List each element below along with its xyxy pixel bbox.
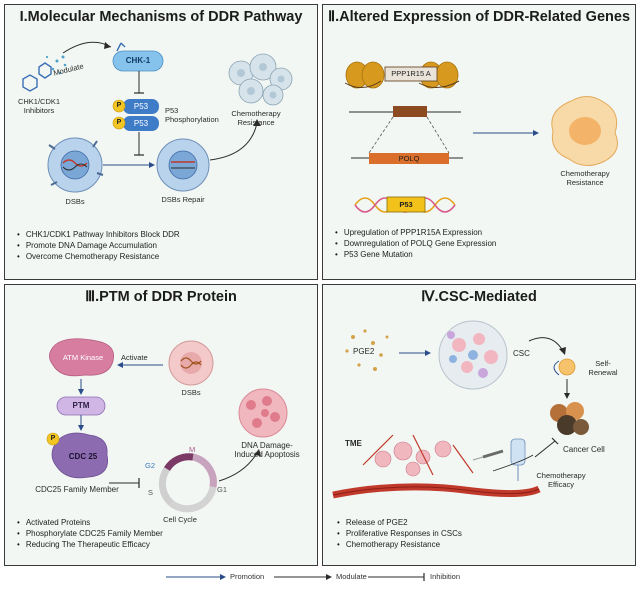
phase-g2-label: G2: [145, 461, 156, 470]
iv-bag-icon: [510, 438, 526, 481]
cell-cycle-label: Cell Cycle: [163, 515, 197, 524]
p53-pill-2: [123, 116, 159, 131]
bullet: Reducing The Therapeutic Efficacy: [17, 539, 163, 550]
panel-title: Ⅳ.CSC-Mediated: [421, 289, 537, 305]
phosphate-label: P: [50, 435, 56, 442]
panel-ptm: Ⅲ.PTM of DDR Protein: [4, 284, 318, 566]
inhibitor-dots: [45, 55, 67, 75]
panel-title: Ⅱ.Altered Expression of DDR-Related Gene…: [327, 9, 631, 25]
cdc25-icon: [51, 432, 108, 479]
self-renewal-label: Self-Renewal: [588, 359, 618, 377]
atm-kinase-label: ATM Kinase: [62, 353, 104, 362]
panel-csc-mediated: Ⅳ.CSC-Mediated: [322, 284, 636, 566]
dsbs-repair-cell-icon: [156, 138, 210, 192]
phosphate-icon: [46, 432, 60, 446]
apoptotic-cell-icon: [238, 388, 288, 438]
tumor-mass-icon: [438, 320, 508, 390]
bullet: Overcome Chemotherapy Resistance: [17, 251, 180, 262]
p53-gene-box: [386, 196, 426, 213]
syringe-icon: [472, 449, 504, 461]
panel-title: Ⅲ.PTM of DDR Protein: [85, 289, 237, 305]
tme-label: TME: [345, 439, 362, 448]
chemo-resistance-label: Chemotherapy Resistance: [560, 169, 610, 187]
stem-cell-icon: [558, 358, 576, 376]
bullet: Proliferative Responses in CSCs: [337, 528, 462, 539]
csc-label: CSC: [513, 349, 530, 358]
bullet: Downregulation of POLQ Gene Expression: [335, 238, 497, 249]
pge2-label: PGE2: [353, 347, 375, 356]
activate-label: Activate: [121, 353, 148, 362]
panel-altered-expression: Ⅱ.Altered Expression of DDR-Related Gene…: [322, 4, 636, 280]
panel3-bullets: Activated Proteins Phosphorylate CDC25 F…: [17, 517, 163, 550]
dsbs-cell-icon: [47, 137, 104, 193]
cancer-cell-icon: [551, 96, 618, 166]
phosphate-icon: [112, 99, 126, 113]
bullet: Release of PGE2: [337, 517, 462, 528]
bullet: P53 Gene Mutation: [335, 249, 496, 260]
receptor-icon: [116, 42, 126, 52]
cancer-cell-label: Cancer Cell: [563, 445, 605, 454]
panel-title: I.Molecular Mechanisms of DDR Pathway: [19, 9, 303, 25]
dsbs-cell-icon: [168, 340, 214, 386]
panel4-bullets: Release of PGE2 Proliferative Responses …: [337, 517, 462, 550]
bullet: Upregulation of PPP1R15A Expression: [335, 227, 496, 238]
dsbs-label: DSBs: [181, 388, 201, 397]
cell-cycle-icon: [158, 453, 217, 513]
phase-s-label: S: [148, 488, 154, 497]
pge2-dots: [345, 329, 389, 371]
panel4-illustration: [332, 320, 589, 499]
phosphate-label: P: [116, 102, 122, 109]
chemo-efficacy-label: Chemotherapy Efficacy: [536, 471, 586, 489]
bullet: Promote DNA Damage Accumulation: [17, 240, 180, 251]
panel3-illustration: [46, 338, 288, 513]
atm-kinase-icon: [49, 338, 115, 377]
modulate-arrow: [62, 41, 112, 54]
polq-box: [369, 153, 449, 164]
chk1-label: CHK-1: [125, 56, 151, 65]
blood-vessel-icon: [332, 483, 541, 499]
p53-label: P53: [399, 200, 413, 209]
panel1-illustration: [22, 41, 293, 193]
chk1-pill: [112, 50, 164, 72]
legend-inhibition: Inhibition: [430, 572, 461, 581]
phase-m-label: M: [189, 445, 196, 454]
ppp1r15a-label: PPP1R15 A: [391, 69, 431, 78]
dsbs-label: DSBs: [65, 197, 85, 206]
cdc25-label: CDC 25: [68, 452, 98, 461]
gene-segment: [393, 106, 427, 117]
p53-pill-1: [123, 99, 159, 114]
chemo-resistance-label: Chemotherapy Resistance: [231, 109, 281, 127]
phosphorylation-label: P53 Phosphorylation: [165, 106, 219, 124]
inhibitor-molecule-icon: [22, 62, 52, 92]
phase-g1-label: G1: [217, 485, 228, 494]
panel2-illustration: [344, 61, 618, 213]
panel2-bullets: Upregulation of PPP1R15A Expression Down…: [335, 227, 497, 260]
legend-modulate: Modulate: [336, 572, 367, 581]
cancer-cell-cluster-icon: [550, 402, 589, 435]
bullet: CHK1/CDK1 Pathway Inhibitors Block DDR: [17, 229, 180, 240]
bullet: Phosphorylate CDC25 Family Member: [17, 528, 163, 539]
polq-label: POLQ: [398, 154, 420, 163]
inhibitors-label: CHK1/CDK1 Inhibitors: [17, 97, 61, 115]
dsbs-repair-label: DSBs Repair: [161, 195, 205, 204]
p53-label: P53: [133, 119, 149, 128]
phosphate-label: P: [116, 119, 122, 126]
tme-cells: [374, 440, 452, 477]
p53-label: P53: [133, 102, 149, 111]
ptm-label: PTM: [72, 401, 90, 410]
bullet: Chemotherapy Resistance: [337, 539, 462, 550]
legend-promotion: Promotion: [230, 572, 265, 581]
phosphate-icon: [112, 116, 126, 130]
panel-molecular-mechanisms: I.Molecular Mechanisms of DDR Pathway: [4, 4, 318, 280]
cdc25-family-label: CDC25 Family Member: [35, 485, 119, 494]
panel1-bullets: CHK1/CDK1 Pathway Inhibitors Block DDR P…: [17, 229, 180, 262]
bullet: Activated Proteins: [17, 517, 163, 528]
apoptosis-label: DNA Damage-Induced Apoptosis: [234, 441, 300, 459]
ppp1r15a-box: [384, 66, 438, 82]
